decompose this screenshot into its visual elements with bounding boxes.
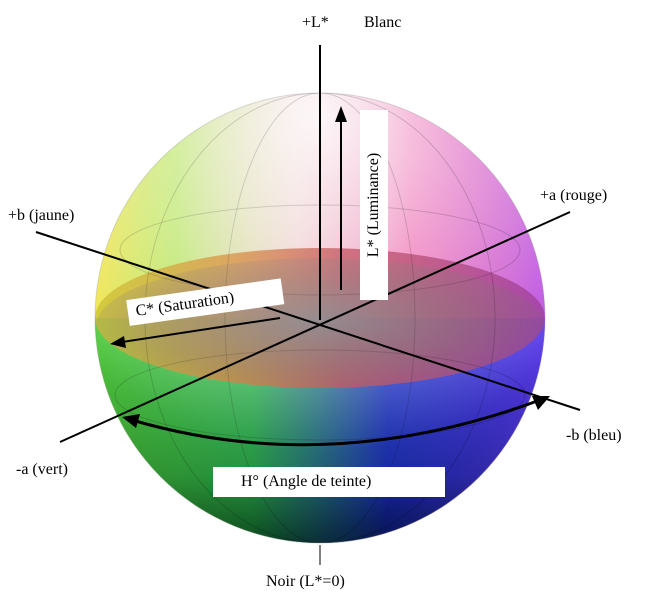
a-axis [59,211,571,443]
luminance-arrow [335,106,347,290]
l-plus-label: +L* [302,14,329,31]
a-minus-label: -a (vert) [16,461,68,478]
blanc-label: Blanc [364,14,402,31]
b-plus-label: +b (jaune) [8,207,75,224]
noir-label: Noir (L*=0) [266,573,345,590]
b-minus-label: -b (bleu) [566,427,622,444]
hue-angle-label: H° (Angle de teinte) [213,467,445,497]
b-axis [35,231,581,411]
luminance-label: L* (Luminance) [360,110,388,300]
a-plus-label: +a (rouge) [540,187,608,204]
hue-angle-arrow [122,396,550,447]
saturation-arrow [110,317,281,348]
axes [35,45,581,565]
